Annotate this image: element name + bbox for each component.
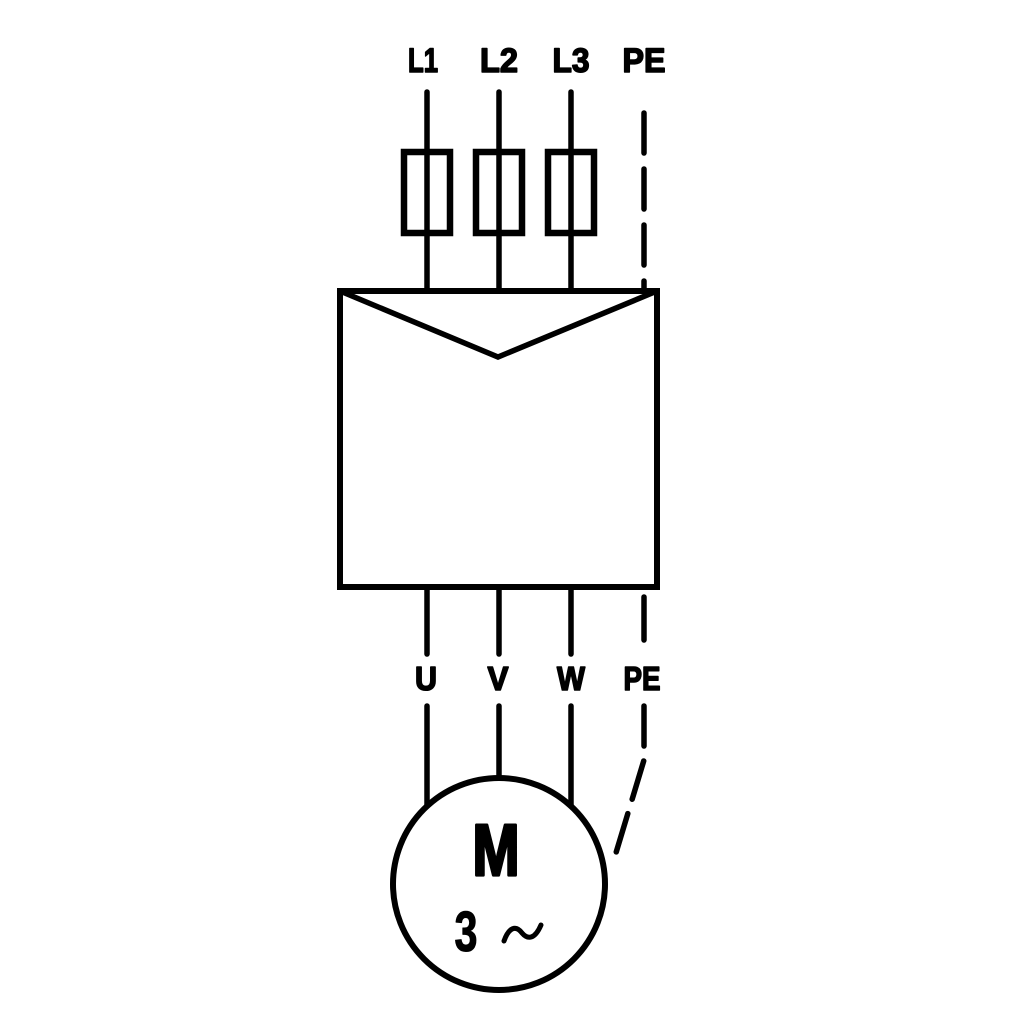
fuse-symbol-l2 (472, 148, 526, 237)
label-input-l2: L2 (480, 42, 518, 80)
motor-label: M (473, 811, 520, 891)
label-input-l1: L1 (408, 42, 438, 80)
drive-unit-chevron-notch (338, 288, 659, 360)
fuse-symbol-l3 (544, 148, 598, 237)
wire-output-pe-dashed (609, 703, 647, 869)
diagram-linework (337, 89, 660, 993)
label-output-w: W (557, 660, 586, 697)
motor-phase-count: 3 (455, 900, 478, 964)
label-input-pe: PE (623, 42, 666, 80)
label-output-u: U (415, 660, 437, 697)
ac-waveform-icon (501, 922, 544, 944)
label-output-pe: PE (624, 660, 661, 697)
motor-circle (390, 775, 608, 993)
label-output-v: V (488, 660, 509, 697)
diagram-labels: L1 L2 L3 PE U V W PE M 3 (407, 41, 666, 964)
fuse-symbol-l1 (400, 148, 454, 237)
label-input-l3: L3 (553, 42, 590, 80)
